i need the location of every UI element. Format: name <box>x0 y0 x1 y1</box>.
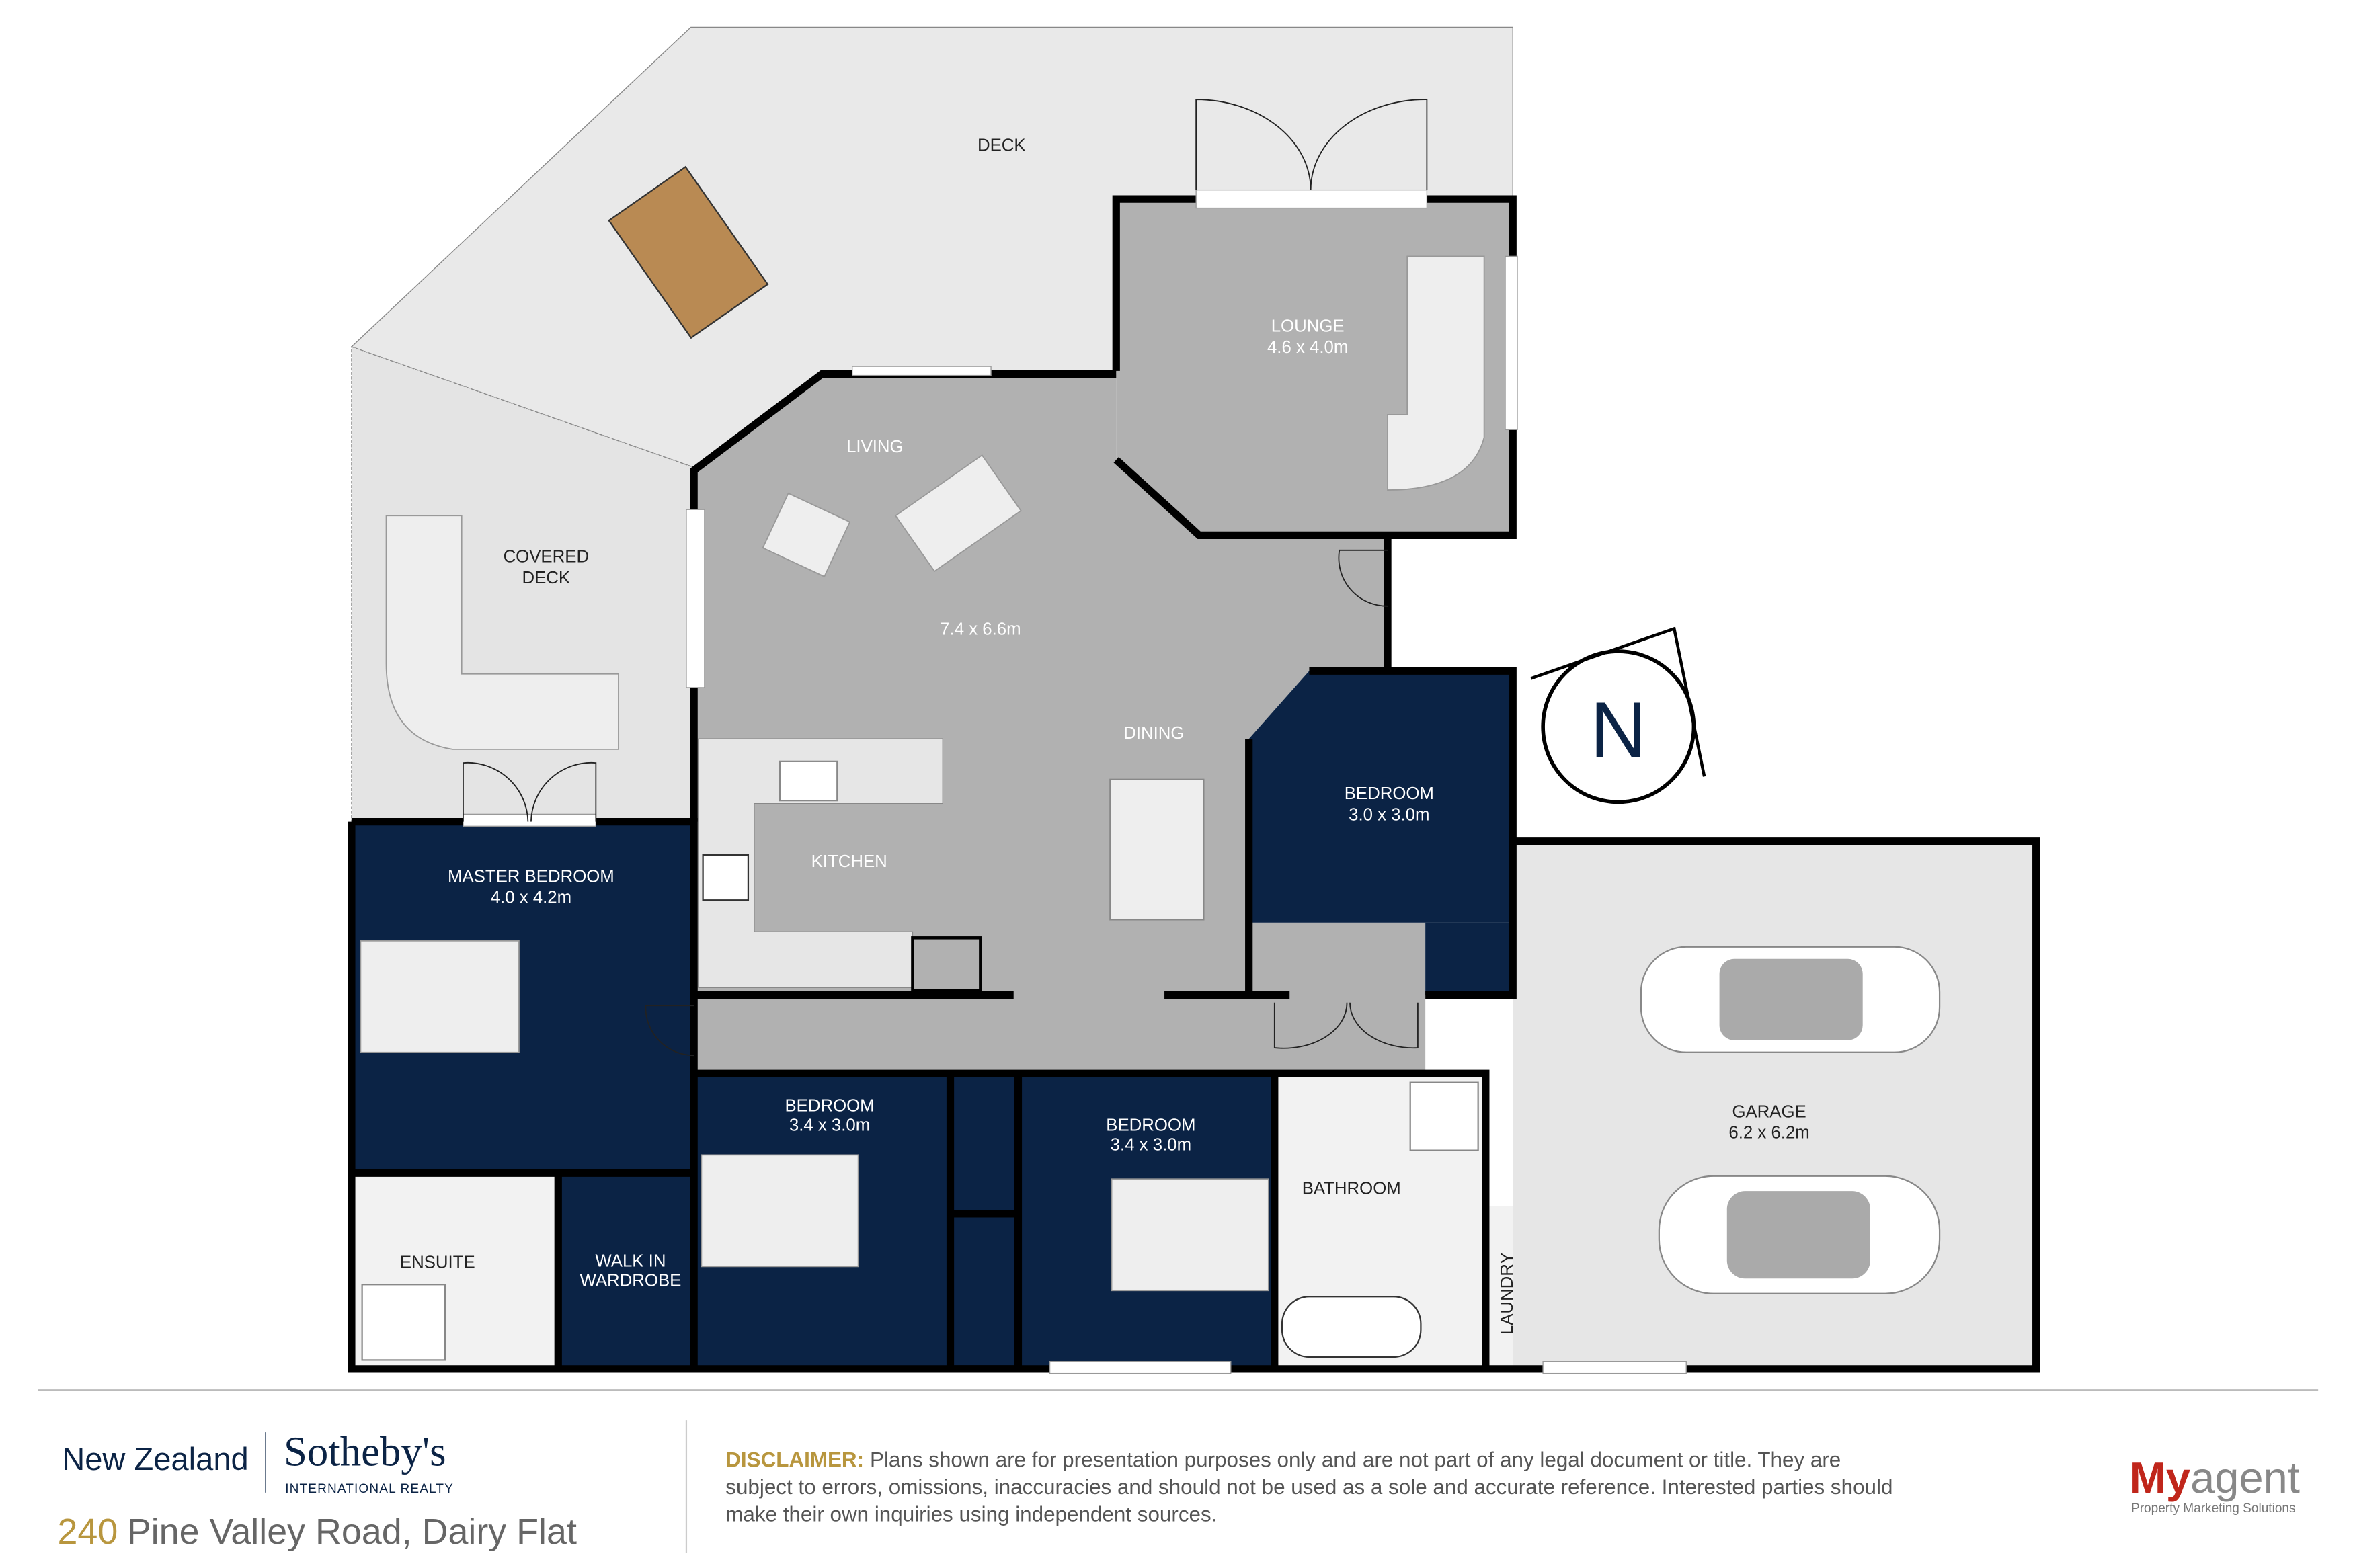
dining-label: DINING <box>1123 724 1184 743</box>
bedroom-3-size: 3.4 x 3.0m <box>1111 1136 1191 1155</box>
hall-closet <box>950 1073 1019 1369</box>
disclaimer-line-3: make their own inquiries using independe… <box>725 1502 1217 1526</box>
bathtub <box>1281 1296 1422 1358</box>
laundry-area <box>1429 1206 1513 1369</box>
covered-deck-label: COVERED <box>504 548 590 567</box>
cooktop-icon <box>702 854 750 901</box>
hallway-nook <box>1248 922 1426 995</box>
window <box>1505 255 1518 431</box>
lounge-size: 4.6 x 4.0m <box>1267 338 1348 357</box>
deck-label: DECK <box>978 136 1026 155</box>
bathroom-label: BATHROOM <box>1302 1180 1401 1198</box>
disclaimer-line-1: DISCLAIMER:Plans shown are for presentat… <box>725 1448 1841 1472</box>
french-doors <box>463 761 597 822</box>
covered-deck-label-2: DECK <box>522 569 570 587</box>
address-street: Pine Valley Road, Dairy Flat <box>127 1512 577 1552</box>
disclaimer-text-1: Plans shown are for presentation purpose… <box>870 1448 1841 1472</box>
master-bedroom-label: MASTER BEDROOM <box>448 867 614 886</box>
armchair <box>762 492 851 578</box>
sofa <box>894 454 1022 573</box>
window <box>686 509 705 688</box>
bedroom-ne-size: 3.0 x 3.0m <box>1349 805 1429 824</box>
garage-label: GARAGE <box>1732 1102 1806 1121</box>
brand-region: New Zealand <box>62 1441 248 1477</box>
car-top <box>1640 946 1941 1053</box>
bedroom-3-label: BEDROOM <box>1106 1116 1195 1134</box>
laundry-label: LAUNDRY <box>1498 1252 1517 1335</box>
living-size: 7.4 x 6.6m <box>940 620 1021 638</box>
bed-3 <box>1111 1178 1269 1292</box>
compass-label: N <box>1590 686 1646 774</box>
bedroom-2-label: BEDROOM <box>785 1096 874 1115</box>
garage-size: 6.2 x 6.2m <box>1728 1124 1809 1143</box>
door <box>1338 549 1388 607</box>
covered-deck-sofa <box>385 515 619 750</box>
window <box>1195 189 1428 209</box>
brand-logo: Sotheby's <box>284 1428 446 1475</box>
disclaimer-line-2: subject to errors, omissions, inaccuraci… <box>725 1475 1892 1499</box>
ensuite-label: ENSUITE <box>400 1253 475 1272</box>
closet <box>1425 922 1513 995</box>
bedroom-ne-area <box>1248 671 1513 923</box>
pantry <box>911 936 982 993</box>
lounge-label: LOUNGE <box>1271 317 1345 336</box>
myagent-tagline: Property Marketing Solutions <box>2131 1501 2296 1516</box>
bed-2 <box>701 1154 859 1268</box>
master-bedroom-size: 4.0 x 4.2m <box>491 889 571 907</box>
ensuite-shower <box>361 1284 446 1361</box>
sink-icon <box>779 760 838 802</box>
myagent-logo: Myagent <box>2130 1453 2300 1502</box>
window <box>463 813 597 827</box>
walkin-label: WALK IN <box>595 1251 666 1270</box>
walkin-area <box>558 1173 694 1369</box>
shower <box>1409 1081 1479 1151</box>
window <box>852 366 992 376</box>
myagent-agent: agent <box>2190 1453 2300 1502</box>
master-bed <box>360 940 520 1053</box>
kitchen-label: KITCHEN <box>811 852 887 871</box>
french-doors <box>1195 99 1428 190</box>
car-bottom <box>1658 1175 1941 1294</box>
disclaimer-label: DISCLAIMER: <box>725 1448 864 1472</box>
window <box>1049 1360 1232 1374</box>
window <box>1542 1360 1687 1374</box>
north-arrow-icon: N <box>1530 626 1706 804</box>
door <box>1273 1002 1419 1049</box>
walkin-label-2: WARDROBE <box>580 1272 681 1290</box>
door <box>645 1005 694 1057</box>
bedroom-ne-label: BEDROOM <box>1345 784 1434 803</box>
bedroom-2-size: 3.4 x 3.0m <box>789 1116 870 1134</box>
kitchen-counter <box>698 738 943 989</box>
living-label: LIVING <box>846 438 904 456</box>
living-area <box>694 374 1426 1074</box>
outdoor-dining-table <box>608 165 769 339</box>
lounge-sofa <box>1387 255 1485 491</box>
brand-subtitle: INTERNATIONAL REALTY <box>285 1482 454 1496</box>
dining-table <box>1109 778 1205 921</box>
myagent-my: My <box>2130 1453 2190 1502</box>
address-number: 240 <box>57 1512 118 1552</box>
